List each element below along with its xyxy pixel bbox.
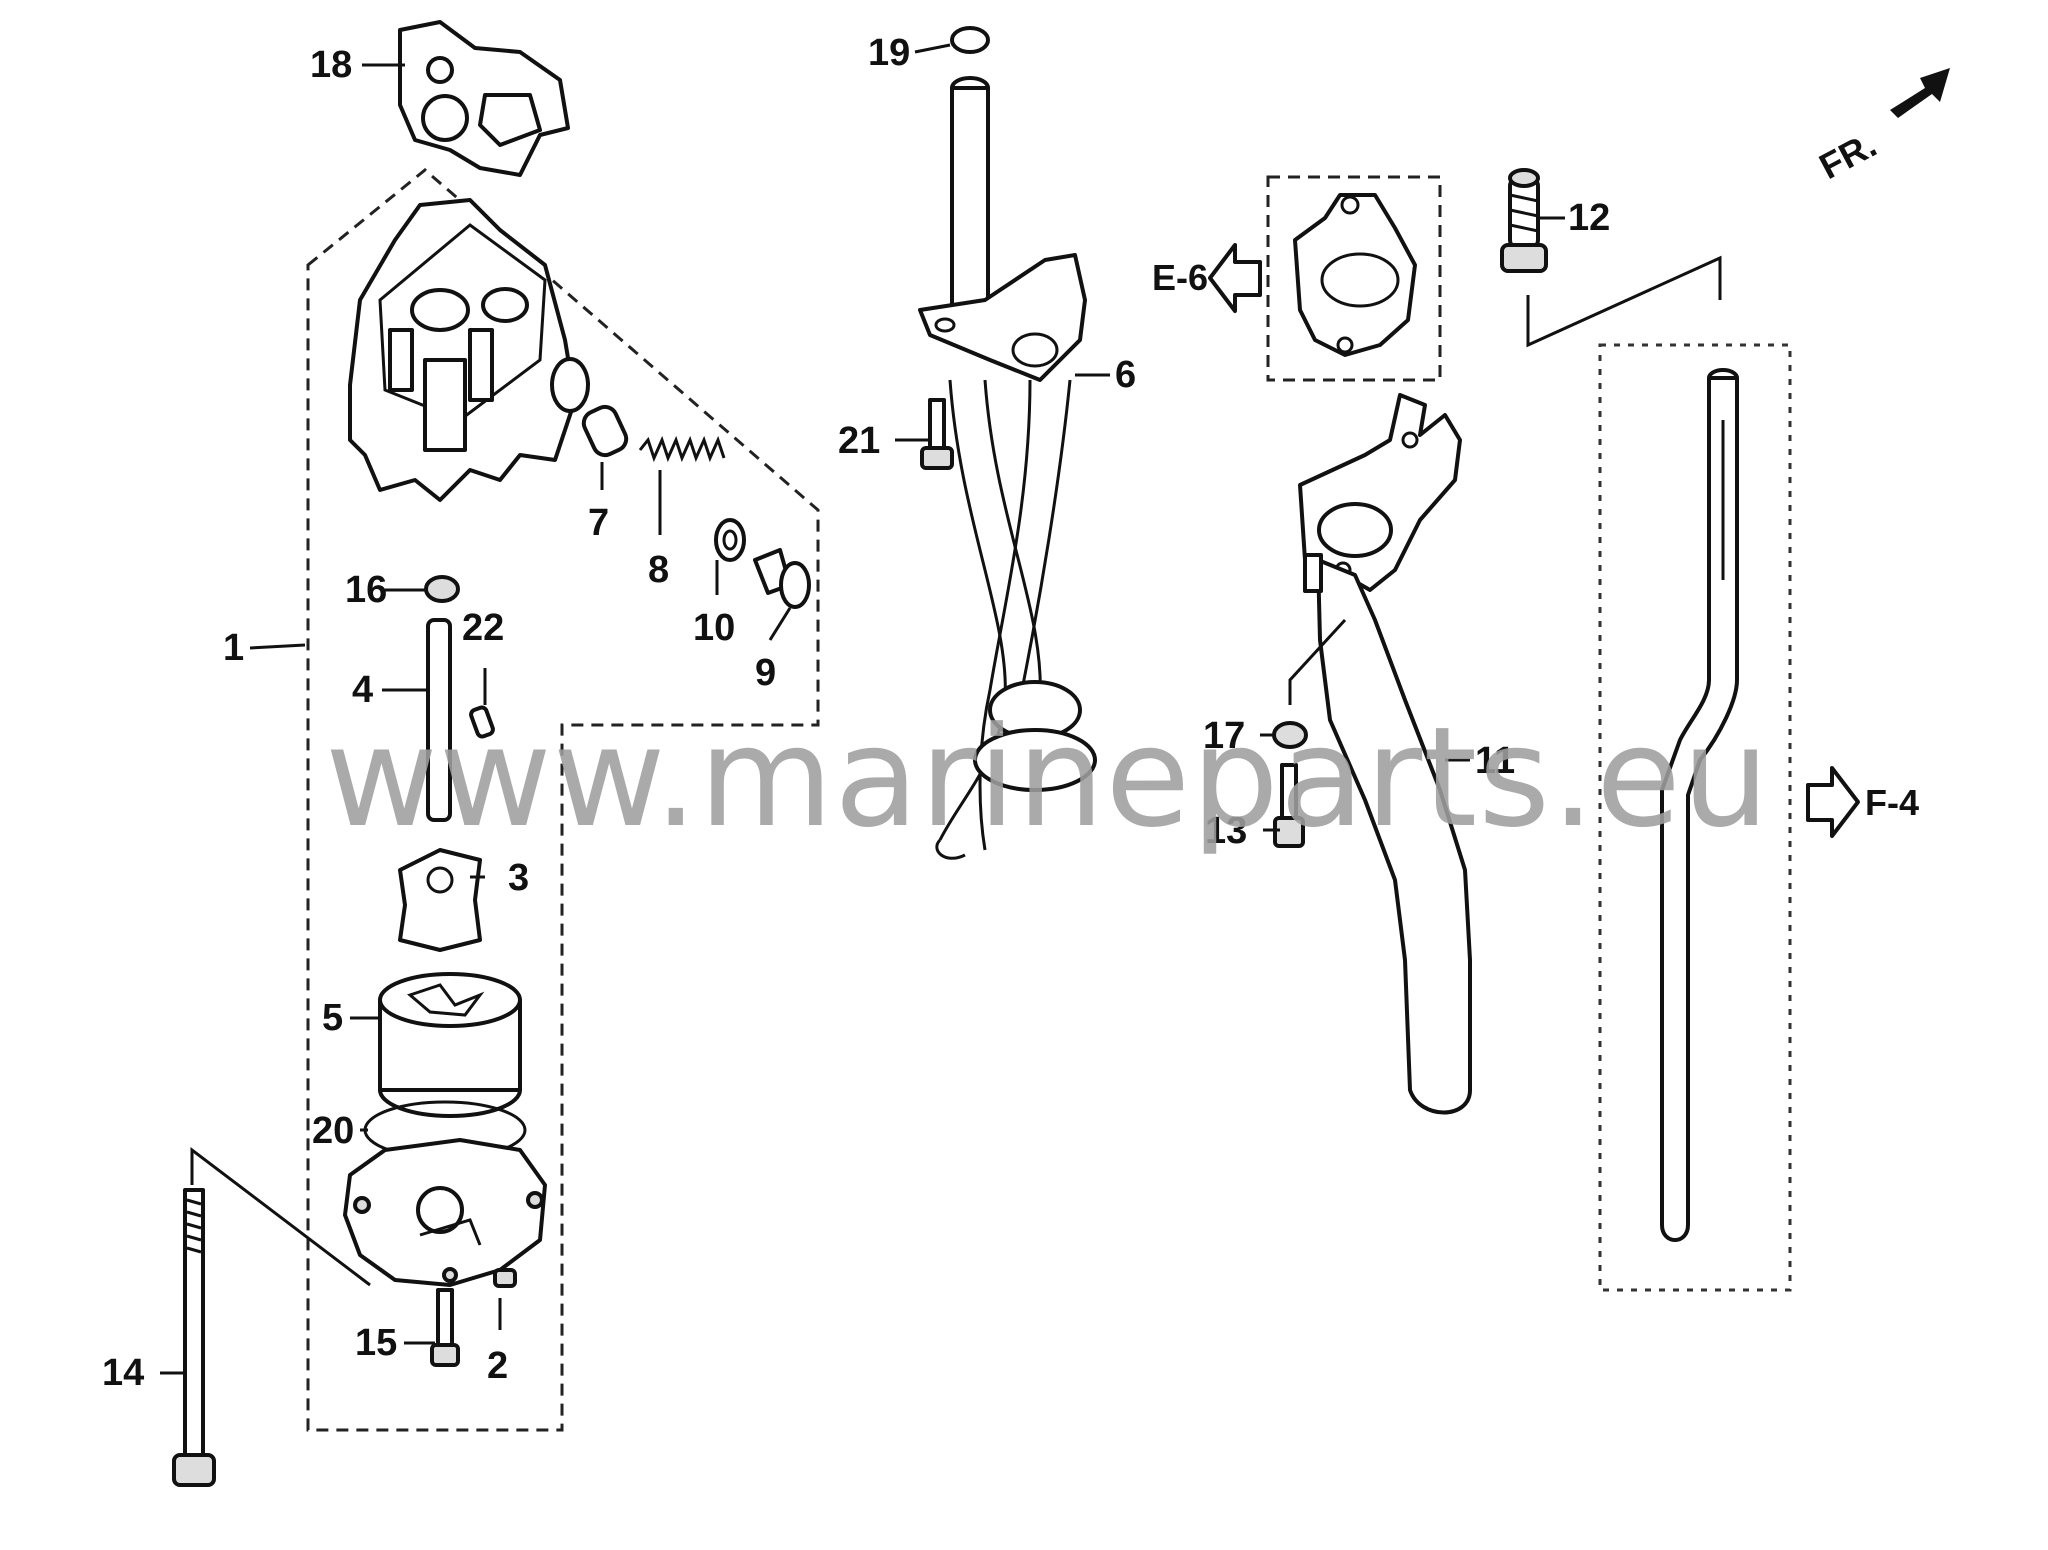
- label-part-15: 15: [355, 1322, 397, 1364]
- part-11-oil-strainer: [1298, 393, 1472, 1115]
- label-part-22: 22: [462, 607, 504, 649]
- leader-lines: [160, 43, 1565, 1375]
- part-15-bolt: [430, 1288, 460, 1367]
- e6-flange-gasket: [1293, 193, 1417, 357]
- reference-label-e6: E-6: [1152, 257, 1208, 298]
- label-part-20: 20: [312, 1110, 354, 1152]
- label-part-2: 2: [487, 1345, 508, 1387]
- reference-label-f4: F-4: [1865, 782, 1919, 823]
- label-part-7: 7: [588, 502, 609, 544]
- e6-reference-arrow: [1208, 243, 1262, 313]
- oil-suction-pipes: [935, 379, 1097, 860]
- oil-level-gauge-tube: [1660, 368, 1739, 1242]
- part-16-nut: [424, 575, 460, 603]
- label-part-16: 16: [345, 569, 387, 611]
- label-part-9: 9: [755, 652, 776, 694]
- part-8-relief-spring: [638, 435, 726, 463]
- label-part-4: 4: [352, 669, 373, 711]
- part-14-long-bolt: [172, 1188, 216, 1487]
- label-part-11: 11: [1475, 740, 1515, 782]
- label-part-14: 14: [102, 1352, 144, 1394]
- f4-reference-box: [1598, 343, 1792, 1292]
- label-part-10: 10: [693, 607, 735, 649]
- part-2-pump-cover: [343, 1138, 547, 1288]
- part-13-bolt: [1273, 763, 1305, 848]
- part-3-inner-rotor: [398, 848, 482, 952]
- f4-reference-arrow: [1806, 766, 1860, 838]
- part-17-leader-line: [1288, 618, 1347, 705]
- part-4-pump-shaft: [426, 618, 452, 822]
- label-part-19: 19: [868, 32, 910, 74]
- label-part-13: 13: [1205, 810, 1247, 852]
- front-direction-arrow: [1890, 68, 1950, 118]
- pump-body: [348, 198, 590, 502]
- label-part-8: 8: [648, 549, 669, 591]
- front-indicator-label: FR.: [1813, 124, 1883, 187]
- part-19-o-ring: [950, 26, 990, 54]
- part-22-dowel-pin: [469, 705, 495, 739]
- label-part-5: 5: [322, 997, 343, 1039]
- part-6-oil-guide-flange: [918, 253, 1087, 382]
- oil-filler-tube: [950, 76, 990, 320]
- part-18-gasket: [398, 20, 570, 177]
- label-part-3: 3: [508, 857, 529, 899]
- part-21-bolt: [920, 398, 954, 470]
- label-part-12: 12: [1568, 197, 1610, 239]
- part-12-leader-line: [1526, 255, 1722, 348]
- part-7-relief-valve-sleeve: [581, 404, 629, 458]
- part-14-leader-line: [190, 1146, 371, 1287]
- label-part-17: 17: [1203, 715, 1245, 757]
- label-part-1: 1: [223, 627, 244, 669]
- label-part-18: 18: [310, 44, 352, 86]
- label-part-21: 21: [838, 420, 880, 462]
- watermark-text: www.marineparts.eu: [325, 697, 1770, 858]
- part-10-washer: [714, 518, 746, 562]
- part-5-outer-rotor: [378, 972, 522, 1118]
- part-9-plug-bolt: [753, 548, 811, 609]
- label-part-6: 6: [1115, 354, 1136, 396]
- part-12-grommet: [1500, 168, 1548, 273]
